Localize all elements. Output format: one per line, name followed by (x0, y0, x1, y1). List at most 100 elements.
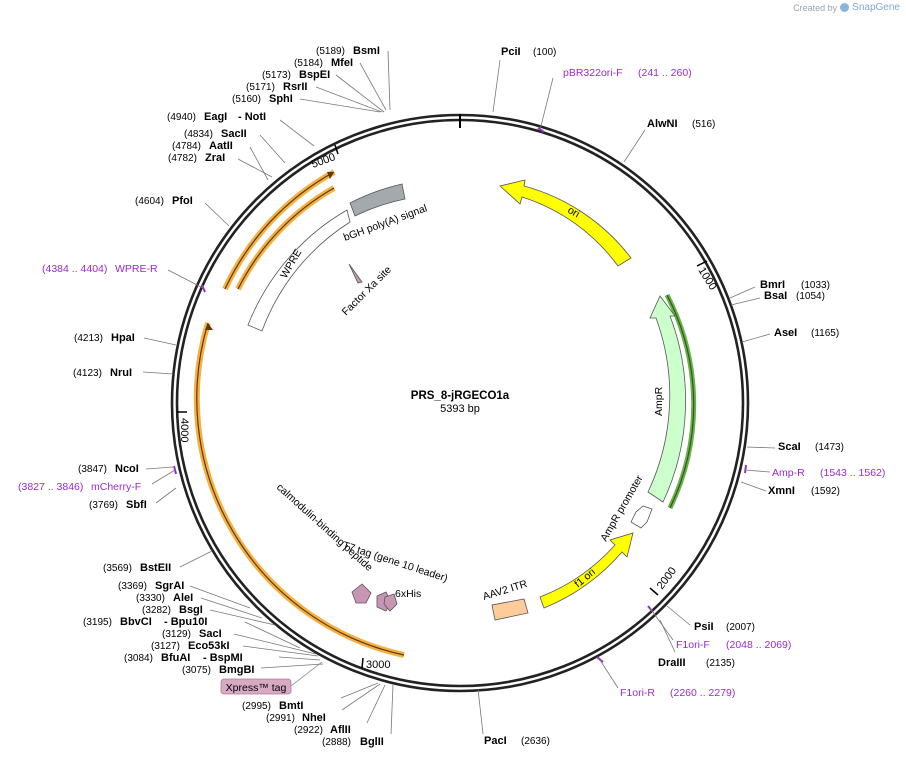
site-pos-xmni: (1592) (811, 486, 840, 497)
site-pos-scai: (1473) (815, 442, 844, 453)
site-name-bsai: BsaI (764, 290, 787, 302)
site-name-sphi: SphI (269, 93, 293, 105)
tick-label-4000: 4000 (178, 418, 190, 442)
site-pos-sgrai: (3369) (118, 581, 147, 592)
tick-label-3000: 3000 (366, 659, 390, 671)
site-name-aflii: AflII (330, 724, 351, 736)
created-by-label: Created by (793, 2, 838, 13)
site-pos-draiii: (2135) (706, 658, 735, 669)
site-pos-nrui: (4123) (73, 368, 102, 379)
tag-marker-1 (351, 583, 372, 604)
xpress-tag-pill (220, 678, 292, 695)
site-name-scai: ScaI (778, 441, 801, 453)
ampr-promoter-label: AmpR promoter (598, 473, 646, 544)
his-label: 6xHis (395, 588, 421, 600)
site-pos-bsgi: (3282) (142, 605, 171, 616)
primer-pos-amp-r: (1543 .. 1562) (820, 467, 885, 479)
site-name-alwni: AlwNI (647, 118, 678, 130)
snapgene-logo-icon (840, 3, 850, 12)
site-name-psii: PsiI (694, 621, 714, 633)
site-pos-sacii: (4834) (184, 129, 213, 140)
site-pos-sbfi: (3769) (89, 500, 118, 511)
primer-name-mcherry-f: mCherry-F (91, 481, 141, 493)
site-pos-zrai: (4782) (168, 153, 197, 164)
site-pos-bsteii: (3569) (103, 563, 132, 574)
site-name-bmri: BmrI (760, 279, 785, 291)
site-name-bmti: BmtI (279, 700, 303, 712)
snapgene-brand: SnapGene (852, 2, 900, 13)
site-extra-bpu10i: - Bpu10I (164, 616, 207, 628)
site-name-bsgi: BsgI (179, 604, 203, 616)
plasmid-name: PRS_8-jRGECO1a (411, 390, 510, 402)
site-pos-pfoi: (4604) (135, 196, 164, 207)
site-name-mfei: MfeI (331, 57, 353, 69)
bgh-feature (349, 183, 406, 217)
site-name-alei: AleI (173, 592, 193, 604)
site-pos-nhei: (2991) (266, 713, 295, 724)
xpress-tag-label: Xpress™ tag (226, 682, 287, 694)
site-pos-bmri: (1033) (801, 280, 830, 291)
site-name-bspei: BspEI (299, 69, 330, 81)
site-pos-paci: (2636) (521, 736, 550, 747)
site-name-nhei: NheI (302, 712, 326, 724)
site-leaders (142, 50, 776, 735)
site-pos-aflii: (2922) (294, 725, 323, 736)
site-pos-rsrii: (5171) (246, 82, 275, 93)
site-pos-alei: (3330) (136, 593, 165, 604)
site-name-paci: PacI (484, 735, 507, 747)
site-name-sbfi: SbfI (126, 499, 147, 511)
site-name-pfoi: PfoI (172, 195, 193, 207)
site-name-bsmi: BsmI (353, 45, 380, 57)
site-name-eagi: EagI (204, 111, 227, 123)
primer-pos-mcherry-f: (3827 .. 3846) (18, 481, 83, 493)
ampr-feature (647, 295, 686, 503)
site-name-bsteii: BstEII (140, 562, 171, 574)
site-pos-mfei: (5184) (294, 58, 323, 69)
site-name-sacii: SacII (221, 128, 247, 140)
site-extra-bspmi: - BspMI (203, 652, 243, 664)
factor-xa-feature (348, 263, 363, 284)
site-name-zrai: ZraI (205, 152, 225, 164)
site-pos-eco53ki: (3127) (151, 641, 180, 652)
tag-marker-3 (383, 593, 398, 612)
site-name-bmgbi: BmgBI (219, 664, 254, 676)
site-pos-bbvci: (3195) (83, 617, 112, 628)
site-pos-ncoi: (3847) (78, 464, 107, 475)
ori-feature (499, 179, 632, 267)
site-name-hpai: HpaI (111, 332, 135, 344)
site-name-bglii: BglII (360, 736, 384, 748)
site-pos-bsmi: (5189) (316, 46, 345, 57)
site-name-eco53ki: Eco53kI (188, 640, 230, 652)
site-name-saci: SacI (199, 628, 222, 640)
site-name-nrui: NruI (110, 367, 132, 379)
primer-pos-pbr322ori-f: (241 .. 260) (638, 67, 692, 79)
wpre-feature (247, 209, 351, 332)
site-pos-bspei: (5173) (262, 70, 291, 81)
site-name-bbvci: BbvCI (120, 616, 152, 628)
site-name-bfuai: BfuAI (161, 652, 190, 664)
site-pos-bglii: (2888) (322, 737, 351, 748)
primer-name-pbr322ori-f: pBR322ori-F (563, 67, 623, 79)
calmodulin-label: calmodulin-binding peptide (274, 481, 375, 574)
site-pos-hpai: (4213) (74, 333, 103, 344)
site-pos-psii: (2007) (726, 622, 755, 633)
ticks (177, 144, 708, 669)
primer-name-f1ori-f: F1ori-F (676, 639, 710, 651)
site-pos-aatii: (4784) (172, 141, 201, 152)
site-name-asei: AseI (774, 327, 797, 339)
primer-name-amp-r: Amp-R (772, 467, 805, 479)
site-name-ncoi: NcoI (115, 463, 139, 475)
site-name-pcii: PciI (501, 46, 521, 58)
site-name-sgrai: SgrAI (155, 580, 184, 592)
orf-arcs (193, 169, 405, 658)
factor-xa-label: Factor Xa site (340, 264, 394, 318)
primer-name-wpre-r: WPRE-R (115, 263, 158, 275)
site-extra-noti: - NotI (238, 111, 266, 123)
site-pos-bfuai: (3084) (124, 653, 153, 664)
site-name-draiii: DraIII (658, 657, 686, 669)
site-pos-bmgbi: (3075) (182, 665, 211, 676)
primer-pos-f1ori-f: (2048 .. 2069) (726, 639, 791, 651)
site-pos-pcii: (100) (533, 47, 556, 58)
primer-name-f1ori-r: F1ori-R (620, 687, 655, 699)
